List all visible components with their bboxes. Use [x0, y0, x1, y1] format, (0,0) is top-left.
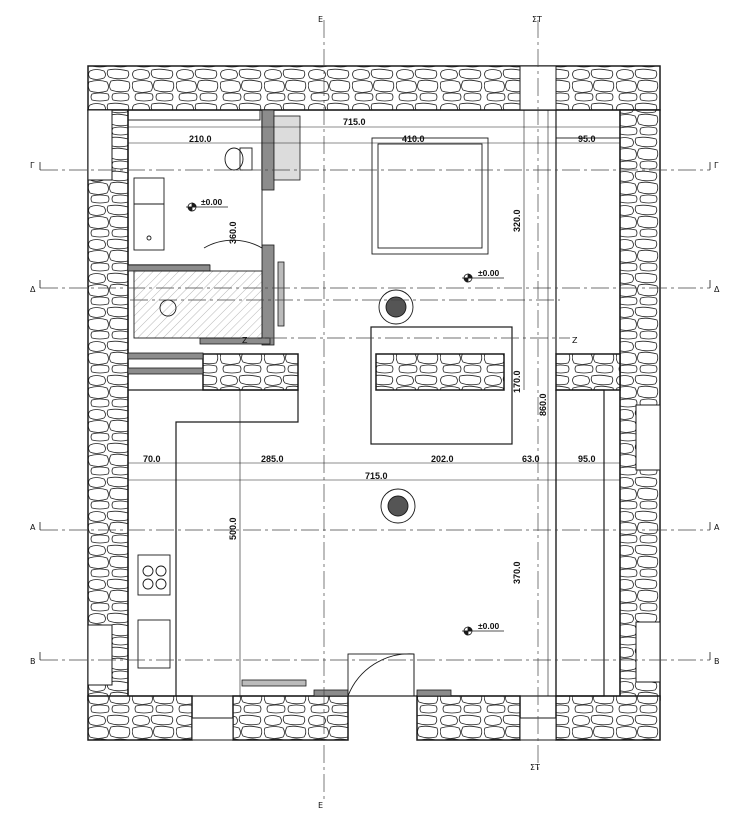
- right-closet-lower: [555, 389, 605, 697]
- closet: [555, 137, 621, 355]
- label-alpha-right: Α: [714, 523, 720, 532]
- upper-stove-inner: [385, 296, 407, 318]
- label-gamma-left: Γ: [30, 161, 35, 170]
- dim-mid-row-2: 285.0: [261, 454, 284, 464]
- interior-stone-wall-left: [202, 353, 299, 391]
- lower-stove-inner: [387, 495, 409, 517]
- sink-counter: [133, 177, 165, 251]
- label-epsilon-bottom: Ε: [318, 801, 323, 810]
- interior-stone-block: [375, 353, 505, 391]
- label-gamma-right: Γ: [714, 161, 719, 170]
- dim-lower-right-height: 370.0: [512, 561, 522, 584]
- dim-top-total: 715.0: [343, 117, 366, 127]
- label-alpha-left: Α: [30, 523, 36, 532]
- window-south-1: [191, 717, 234, 741]
- label-stigma-bottom: ΣΤ: [530, 763, 540, 772]
- window-openings: [87, 65, 661, 741]
- bathroom-fixtures: [127, 109, 263, 339]
- cooktop: [137, 554, 171, 596]
- label-delta-right: Δ: [714, 285, 720, 294]
- kitchen-counter-outline: [175, 390, 299, 696]
- bed-inner: [377, 143, 483, 249]
- south-wall-right: [416, 695, 521, 741]
- dim-top-right: 95.0: [578, 134, 596, 144]
- level-bathroom: ±0.00: [201, 197, 222, 207]
- label-delta-left: Δ: [30, 285, 36, 294]
- radiator-upper-body: [277, 261, 285, 327]
- shower-tray: [133, 270, 263, 339]
- south-wall-left: [87, 695, 193, 741]
- bathroom-door-swing: [203, 190, 263, 249]
- window-east-2: [635, 621, 661, 683]
- door-jamb-left: [313, 689, 349, 697]
- label-beta-left: Β: [30, 657, 36, 666]
- dim-mid-height: 170.0: [512, 370, 522, 393]
- bathroom-ledge: [127, 264, 211, 272]
- burner-2: [155, 565, 167, 577]
- dim-total-height: 860.0: [538, 393, 548, 416]
- burner-4: [155, 578, 167, 590]
- window-east-1: [635, 404, 661, 471]
- wardrobe: [273, 115, 301, 181]
- dim-mid-total: 715.0: [365, 471, 388, 481]
- bedroom-fixtures: [371, 137, 621, 355]
- upper-small-wall: [127, 352, 204, 360]
- sink-drain: [146, 235, 152, 241]
- radiator-upper: [277, 261, 285, 327]
- label-beta-right: Β: [714, 657, 720, 666]
- burner-1: [142, 565, 154, 577]
- radiator-lower-body: [241, 679, 307, 687]
- burner-3: [142, 578, 154, 590]
- door-jamb-right: [416, 689, 452, 697]
- stair-wall-bottom: [199, 337, 271, 345]
- dim-top-mid: 410.0: [402, 134, 425, 144]
- dim-bed-height: 320.0: [512, 209, 522, 232]
- exterior-stone-walls: [87, 65, 661, 741]
- level-lower-room: ±0.00: [478, 621, 499, 631]
- dimension-lines: [128, 110, 620, 696]
- bathroom-shelf: [127, 109, 261, 121]
- radiator-lower: [241, 679, 307, 687]
- window-west-2: [87, 624, 113, 686]
- level-marker-lower-icon: [462, 626, 504, 636]
- label-zeta-right: Ζ: [572, 336, 578, 345]
- toilet-bowl: [224, 147, 244, 171]
- label-stigma-top: ΣΤ: [532, 15, 542, 24]
- south-wall-far-right: [555, 695, 661, 741]
- kitchen-sink: [137, 619, 171, 669]
- stair-block: [370, 326, 513, 445]
- dim-mid-row-4: 63.0: [522, 454, 540, 464]
- south-wall-mid: [232, 695, 349, 741]
- label-epsilon-top: Ε: [318, 15, 323, 24]
- section-markers: [39, 162, 711, 660]
- section-axes: [40, 20, 710, 800]
- dim-bathroom-height: 360.0: [228, 221, 238, 244]
- dim-mid-row-5: 95.0: [578, 454, 596, 464]
- west-wall-upper: [87, 109, 129, 701]
- dim-mid-row-1: 70.0: [143, 454, 161, 464]
- label-zeta-left: Ζ: [242, 336, 248, 345]
- bathroom-partition-lower: [261, 244, 275, 346]
- level-marker-bathroom-icon: [186, 202, 228, 212]
- dim-top-left: 210.0: [189, 134, 212, 144]
- bathroom-partition-upper: [261, 109, 275, 191]
- interior-stone-wall-right: [555, 353, 621, 391]
- level-upper-room: ±0.00: [478, 268, 499, 278]
- kitchen-fixtures: [137, 488, 416, 697]
- north-wall: [87, 65, 661, 111]
- dim-mid-row-3: 202.0: [431, 454, 454, 464]
- bed: [371, 137, 489, 255]
- entrance-door-swing: [347, 653, 415, 697]
- dim-lower-left-height: 500.0: [228, 517, 238, 540]
- window-west-1: [87, 109, 113, 181]
- toilet-tank: [239, 147, 253, 171]
- light-fixtures: [273, 115, 301, 181]
- upper-small-wall-2: [127, 367, 204, 375]
- level-marker-upper-icon: [462, 273, 504, 283]
